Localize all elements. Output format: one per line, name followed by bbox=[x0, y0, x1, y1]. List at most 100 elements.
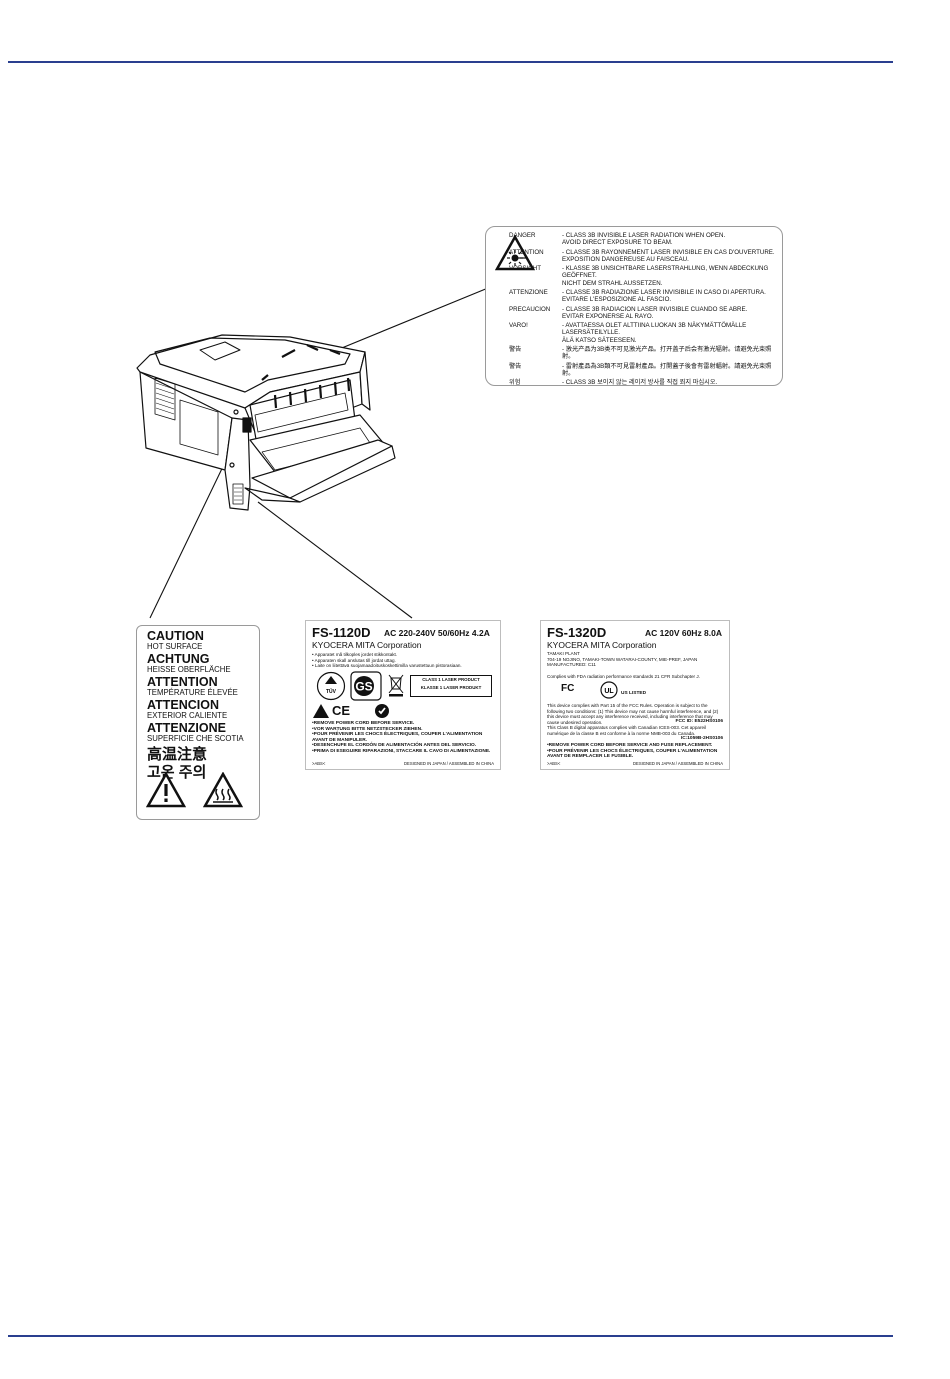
ul-listed-text: US LISTED bbox=[621, 691, 647, 696]
plate-footer: >ABS< DESIGNED IN JAPAN / ASSEMBLED IN C… bbox=[312, 761, 494, 766]
plate-fcc-id: FCC ID: E522HS0106 bbox=[675, 719, 723, 724]
plate-note-line: • Apparatet må tilkoples jordet stikkont… bbox=[312, 652, 398, 657]
plate-ic-number: IC:1059B-2HS0106 bbox=[680, 736, 723, 741]
header-rule bbox=[8, 61, 893, 63]
laser-warning-language: PRECAUCION bbox=[509, 305, 551, 313]
plate-warning-line: •PRIMA DI ESEGUIRE RIPARAZIONI, STACCARE… bbox=[312, 748, 491, 754]
hot-surface-subtitle: SUPERFICIE CHE SCOTIA bbox=[147, 734, 244, 743]
laser-warning-row: ATTENTION - CLASSE 3B RAYONNEMENT LASER I… bbox=[509, 249, 776, 263]
plate-footer: >ABS< DESIGNED IN JAPAN / ASSEMBLED IN C… bbox=[547, 761, 723, 766]
ul-logo-text: UL bbox=[604, 688, 614, 695]
plate-plant-line: 704-19 NOJINO, TAMAKI-TOWN WATARAI-COUNT… bbox=[547, 656, 698, 662]
laser-warning-message: - AVATTAESSA OLET ALTTIINA LUOKAN 3B NÄK… bbox=[562, 322, 747, 344]
laser-warning-language: 위험 bbox=[509, 379, 521, 386]
laser-warning-language: ATTENZIONE bbox=[509, 288, 548, 296]
laser-warning-row: 위험 - CLASS 3B 보이지 않는 레이저 방사를 직접 쬐지 마십시오. bbox=[509, 379, 776, 386]
laser-warning-message: - CLASSE 3B RADIACION LASER INVISIBLE CU… bbox=[562, 305, 748, 320]
weee-bin-icon bbox=[388, 674, 404, 697]
gs-logo-icon: GS bbox=[350, 671, 382, 701]
laser-warning-row: VORSICHT - KLASSE 3B UNSICHTBARE LASERSTR… bbox=[509, 265, 776, 287]
exclamation-warning-icon bbox=[146, 772, 186, 808]
laser-warning-message: - CLASS 3B INVISIBLE LASER RADIATION WHE… bbox=[562, 232, 726, 247]
plate-warning-line: •REMOVE POWER CORD BEFORE SERVICE AND FU… bbox=[547, 743, 713, 748]
plate-spec: AC 220-240V 50/60Hz 4.2A bbox=[384, 628, 490, 638]
plate-warning-line: •VOR WARTUNG BITTE NETZSTECKER ZIEHEN. bbox=[312, 726, 423, 732]
plate-plant-line: TAMAKI PLANT bbox=[547, 651, 580, 656]
laser-warning-message: - CLASSE 3B RADIAZIONE LASER INVISIBILE … bbox=[562, 288, 766, 304]
rating-plate-fs1320d: FS-1320D AC 120V 60Hz 8.0A KYOCERA MITA … bbox=[540, 620, 730, 770]
plate-fcc-notice: This device complies with Part 15 of the… bbox=[547, 703, 719, 725]
plate-ground-notes: • Apparatet må tilkoples jordet stikkont… bbox=[312, 652, 496, 669]
hot-surface-word: ATTENTION bbox=[147, 675, 218, 689]
plate-note-line: • Laite on liitettävä suojamaadoituskosk… bbox=[312, 663, 462, 668]
plate-maker: KYOCERA MITA Corporation bbox=[547, 640, 657, 650]
plate-plant-line: MANUFACTURED: C11 bbox=[547, 662, 596, 667]
hot-surface-subtitle: HOT SURFACE bbox=[147, 642, 203, 651]
plate-model: FS-1120D bbox=[312, 625, 371, 640]
laser-product-line-1: CLASS 1 LASER PRODUCT bbox=[422, 677, 480, 682]
hot-surface-word: ACHTUNG bbox=[147, 652, 210, 666]
laser-warning-message: - KLASSE 3B UNSICHTBARE LASERSTRAHLUNG, … bbox=[562, 265, 769, 287]
laser-warning-message: - 雷射產品為3B類不可見雷射產品。打開蓋子後會有雷射輻射。請避免光束照射。 bbox=[562, 362, 772, 377]
laser-warning-language: DANGER bbox=[509, 232, 536, 239]
laser-warning-language: 警告 bbox=[509, 362, 522, 370]
laser-warning-row: VARO! - AVATTAESSA OLET ALTTIINA LUOKAN 3… bbox=[509, 322, 776, 344]
leader-line-laser bbox=[331, 287, 489, 353]
laser-warning-row: 警告 - 雷射產品為3B類不可見雷射產品。打開蓋子後會有雷射輻射。請避免光束照射。 bbox=[509, 363, 776, 377]
laser-product-line-2: KLASSE 1 LASER PRODUKT bbox=[420, 685, 482, 690]
plate-spec: AC 120V 60Hz 8.0A bbox=[645, 628, 723, 638]
plate-service-warnings: •REMOVE POWER CORD BEFORE SERVICE.•VOR W… bbox=[312, 721, 496, 755]
laser-warning-row: DANGER - CLASS 3B INVISIBLE LASER RADIATI… bbox=[509, 232, 776, 246]
plate-warning-line: •POUR PRÉVENIR LES CHOCS ÉLECTRIQUES, CO… bbox=[312, 732, 483, 743]
laser-radiation-icon bbox=[495, 235, 535, 271]
plate-warning-line: •REMOVE POWER CORD BEFORE SERVICE. bbox=[312, 721, 415, 726]
hot-surface-subtitle: TEMPÉRATURE ÉLEVÉE bbox=[147, 688, 238, 697]
laser-warning-label: DANGER - CLASS 3B INVISIBLE LASER RADIATI… bbox=[485, 226, 783, 386]
laser-warning-row: 警告 - 激光产品为3B类不可见激光产品。打开盖子后会有激光辐射。请避免光束照射。 bbox=[509, 346, 776, 360]
plate-canada-notice: This Class B digital apparatus complies … bbox=[547, 725, 707, 736]
laser-warning-text: DANGER - CLASS 3B INVISIBLE LASER RADIATI… bbox=[509, 232, 776, 386]
laser-warning-language: ATTENTION bbox=[509, 248, 544, 256]
hot-surface-subtitle: EXTERIOR CALIENTE bbox=[147, 711, 228, 720]
hot-surface-icon bbox=[203, 772, 243, 808]
plate-note-line: • Apparaten skall anslutas till jordat u… bbox=[312, 657, 396, 663]
laser-warning-message: - CLASS 3B 보이지 않는 레이저 방사를 직접 쬐지 마십시오. bbox=[562, 379, 718, 386]
leader-line-plate bbox=[257, 501, 413, 619]
hot-surface-korean: 고온 주의 bbox=[147, 764, 207, 781]
plate-material-code: >ABS< bbox=[547, 761, 561, 766]
plate-warning-line: •DESENCHUFE EL CORDÓN DE ALIMENTACIÓN AN… bbox=[312, 743, 477, 749]
tuv-logo-icon: TÜV bbox=[316, 671, 346, 701]
laser-warning-language: VARO! bbox=[509, 322, 528, 330]
plate-fda-notice: Complies with FDA radiation performance … bbox=[547, 674, 700, 679]
ce-mark: CE bbox=[332, 703, 351, 718]
plate-warning-line: •POUR PRÉVENIR LES CHOCS ÉLECTRIQUES, CO… bbox=[547, 748, 718, 760]
fcc-logo: FC bbox=[561, 683, 575, 694]
hot-surface-word: CAUTION bbox=[147, 629, 204, 643]
plate-origin: DESIGNED IN JAPAN / ASSEMBLED IN CHINA bbox=[404, 761, 494, 766]
laser-warning-row: PRECAUCION - CLASSE 3B RADIACION LASER IN… bbox=[509, 306, 776, 320]
hot-surface-word: ATTENZIONE bbox=[147, 721, 226, 735]
rating-plate-fs1120d: FS-1120D AC 220-240V 50/60Hz 4.2A KYOCER… bbox=[305, 620, 501, 770]
laser-warning-language: 警告 bbox=[509, 345, 522, 353]
ul-logo-icon: UL bbox=[600, 681, 618, 699]
plate-maker: KYOCERA MITA Corporation bbox=[312, 640, 422, 650]
plate-origin: DESIGNED IN JAPAN / ASSEMBLED IN CHINA bbox=[633, 761, 723, 766]
hot-surface-subtitle: HEISSE OBERFLÄCHE bbox=[147, 665, 231, 674]
hot-surface-chinese: 高温注意 bbox=[147, 746, 208, 763]
certification-logos: TÜV GS CLASS 1 LASER PRODUCT KLASSE 1 LA… bbox=[312, 671, 492, 701]
gs-logo-text: GS bbox=[355, 680, 372, 694]
tuv-logo-text: TÜV bbox=[326, 688, 337, 695]
laser-warning-language: VORSICHT bbox=[509, 265, 541, 273]
plate-material-code: >ABS< bbox=[312, 761, 326, 766]
laser-warning-message: - 激光产品为3B类不可见激光产品。打开盖子后会有激光辐射。请避免光束照射。 bbox=[562, 345, 772, 361]
hot-surface-word: ATTENCION bbox=[147, 698, 219, 712]
footer-rule bbox=[8, 1335, 893, 1337]
electric-warning-icon bbox=[313, 704, 329, 718]
laser-warning-row: ATTENZIONE - CLASSE 3B RADIAZIONE LASER I… bbox=[509, 289, 776, 303]
laser-warning-message: - CLASSE 3B RAYONNEMENT LASER INVISIBLE … bbox=[562, 248, 775, 263]
safety-marks-row: CE bbox=[312, 703, 412, 719]
